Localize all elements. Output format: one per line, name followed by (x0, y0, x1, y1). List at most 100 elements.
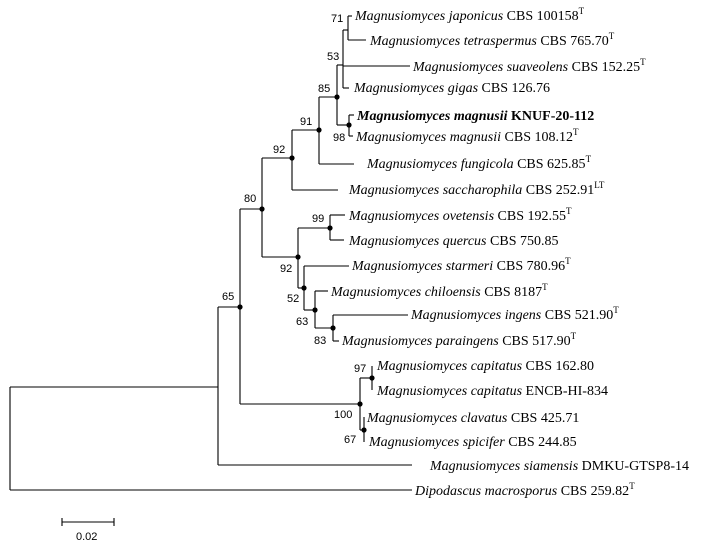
taxon-strain: CBS 192.55 (498, 209, 566, 224)
type-strain-superscript: T (566, 206, 572, 216)
bootstrap-value: 80 (244, 193, 256, 205)
node-dot (295, 254, 301, 260)
taxon-species-name: Dipodascus macrosporus (414, 484, 561, 499)
taxon-label: Magnusiomyces starmeri CBS 780.96T (351, 256, 571, 274)
node-dot (312, 307, 318, 313)
bootstrap-value: 52 (287, 293, 299, 305)
taxon-label: Magnusiomyces fungicola CBS 625.85T (366, 154, 592, 172)
taxon-strain: ENCB-HI-834 (526, 384, 608, 399)
taxon-label: Magnusiomyces siamensis DMKU-GTSP8-14 (429, 459, 689, 474)
taxon-strain: CBS 152.25 (572, 60, 640, 75)
type-strain-superscript: T (640, 57, 646, 67)
scale-bar-label: 0.02 (76, 531, 97, 543)
taxon-strain: CBS 517.90 (502, 334, 570, 349)
bootstrap-value: 83 (314, 335, 326, 347)
taxon-strain: CBS 244.85 (508, 435, 576, 450)
taxon-strain: CBS 521.90 (545, 308, 613, 323)
type-strain-superscript: T (609, 31, 615, 41)
taxon-strain: CBS 625.85 (517, 157, 585, 172)
tree-nodes (237, 94, 375, 433)
type-strain-superscript: T (565, 256, 571, 266)
scale-bar: 0.02 (61, 518, 115, 543)
bootstrap-value: 85 (318, 83, 330, 95)
bootstrap-value: 97 (354, 363, 366, 375)
bootstrap-value: 71 (331, 13, 343, 25)
type-strain-superscript: T (571, 331, 577, 341)
type-strain-superscript: T (573, 127, 579, 137)
taxon-species-name: Magnusiomyces tetraspermus (369, 34, 540, 49)
taxon-species-name: Magnusiomyces saccharophila (348, 183, 526, 198)
taxon-label: Magnusiomyces japonicus CBS 100158T (354, 6, 585, 24)
taxon-label: Magnusiomyces saccharophila CBS 252.91LT (348, 180, 605, 198)
taxon-species-name: Magnusiomyces spicifer (368, 435, 508, 450)
bootstrap-value: 91 (300, 116, 312, 128)
taxon-species-name: Magnusiomyces clavatus (366, 411, 511, 426)
taxon-species-name: Magnusiomyces capitatus (376, 359, 526, 374)
bootstrap-value: 63 (296, 316, 308, 328)
node-dot (259, 206, 265, 212)
taxon-label: Magnusiomyces ovetensis CBS 192.55T (348, 206, 572, 224)
node-dot (301, 285, 307, 291)
taxon-species-name: Magnusiomyces quercus (348, 234, 490, 249)
taxon-species-name: Magnusiomyces magnusii (356, 109, 511, 124)
node-dot (330, 325, 336, 331)
bootstrap-value: 65 (222, 291, 234, 303)
taxon-strain: DMKU-GTSP8-14 (582, 459, 689, 474)
bootstrap-value: 92 (273, 144, 285, 156)
bootstrap-value: 99 (312, 213, 324, 225)
taxon-strain: CBS 750.85 (490, 234, 558, 249)
bootstrap-values: 71 53 85 91 98 92 80 65 99 92 52 63 83 9… (222, 13, 366, 446)
bootstrap-value: 98 (333, 132, 345, 144)
bootstrap-value: 100 (334, 409, 352, 421)
taxon-label: Magnusiomyces spicifer CBS 244.85 (368, 435, 577, 450)
taxon-species-name: Magnusiomyces siamensis (429, 459, 582, 474)
taxon-species-name: Magnusiomyces capitatus (376, 384, 526, 399)
taxon-strain: CBS 126.76 (482, 81, 550, 96)
taxon-strain: CBS 100158 (507, 9, 579, 24)
taxon-species-name: Magnusiomyces ovetensis (348, 209, 498, 224)
node-dot (357, 401, 363, 407)
taxon-species-name: Magnusiomyces magnusii (355, 130, 505, 145)
taxon-strain: CBS 780.96 (497, 259, 565, 274)
taxon-species-name: Magnusiomyces ingens (410, 308, 545, 323)
node-dot (289, 155, 295, 161)
taxon-label: Magnusiomyces tetraspermus CBS 765.70T (369, 31, 615, 49)
taxon-strain: CBS 162.80 (526, 359, 594, 374)
taxon-label: Magnusiomyces gigas CBS 126.76 (353, 81, 550, 96)
taxon-label: Magnusiomyces magnusii KNUF-20-112 (356, 109, 594, 124)
taxon-strain: CBS 425.71 (511, 411, 579, 426)
type-strain-superscript: T (542, 282, 548, 292)
taxon-label: Magnusiomyces clavatus CBS 425.71 (366, 411, 579, 426)
taxon-species-name: Magnusiomyces chiloensis (330, 285, 484, 300)
bootstrap-value: 92 (280, 263, 292, 275)
taxon-strain: CBS 8187 (484, 285, 542, 300)
taxon-labels: Magnusiomyces japonicus CBS 100158TMagnu… (330, 6, 689, 499)
node-dot (327, 225, 333, 231)
taxon-strain: KNUF-20-112 (511, 109, 594, 124)
taxon-species-name: Magnusiomyces japonicus (354, 9, 507, 24)
taxon-strain: CBS 108.12 (505, 130, 573, 145)
bootstrap-value: 67 (344, 434, 356, 446)
bootstrap-value: 53 (327, 51, 339, 63)
taxon-strain: CBS 765.70 (540, 34, 608, 49)
taxon-strain: CBS 252.91 (526, 183, 594, 198)
type-strain-superscript: T (613, 305, 619, 315)
type-strain-superscript: T (629, 481, 635, 491)
node-dot (361, 427, 367, 433)
taxon-label: Magnusiomyces chiloensis CBS 8187T (330, 282, 548, 300)
taxon-species-name: Magnusiomyces paraingens (341, 334, 502, 349)
type-strain-superscript: T (579, 6, 585, 16)
type-strain-superscript: LT (594, 180, 605, 190)
node-dot (237, 304, 243, 310)
taxon-label: Magnusiomyces ingens CBS 521.90T (410, 305, 619, 323)
taxon-label: Magnusiomyces paraingens CBS 517.90T (341, 331, 577, 349)
taxon-label: Dipodascus macrosporus CBS 259.82T (414, 481, 635, 499)
node-dot (346, 122, 352, 128)
node-dot (369, 375, 375, 381)
taxon-label: Magnusiomyces quercus CBS 750.85 (348, 234, 558, 249)
type-strain-superscript: T (586, 154, 592, 164)
taxon-label: Magnusiomyces capitatus CBS 162.80 (376, 359, 594, 374)
taxon-species-name: Magnusiomyces fungicola (366, 157, 517, 172)
taxon-label: Magnusiomyces suaveolens CBS 152.25T (412, 57, 646, 75)
